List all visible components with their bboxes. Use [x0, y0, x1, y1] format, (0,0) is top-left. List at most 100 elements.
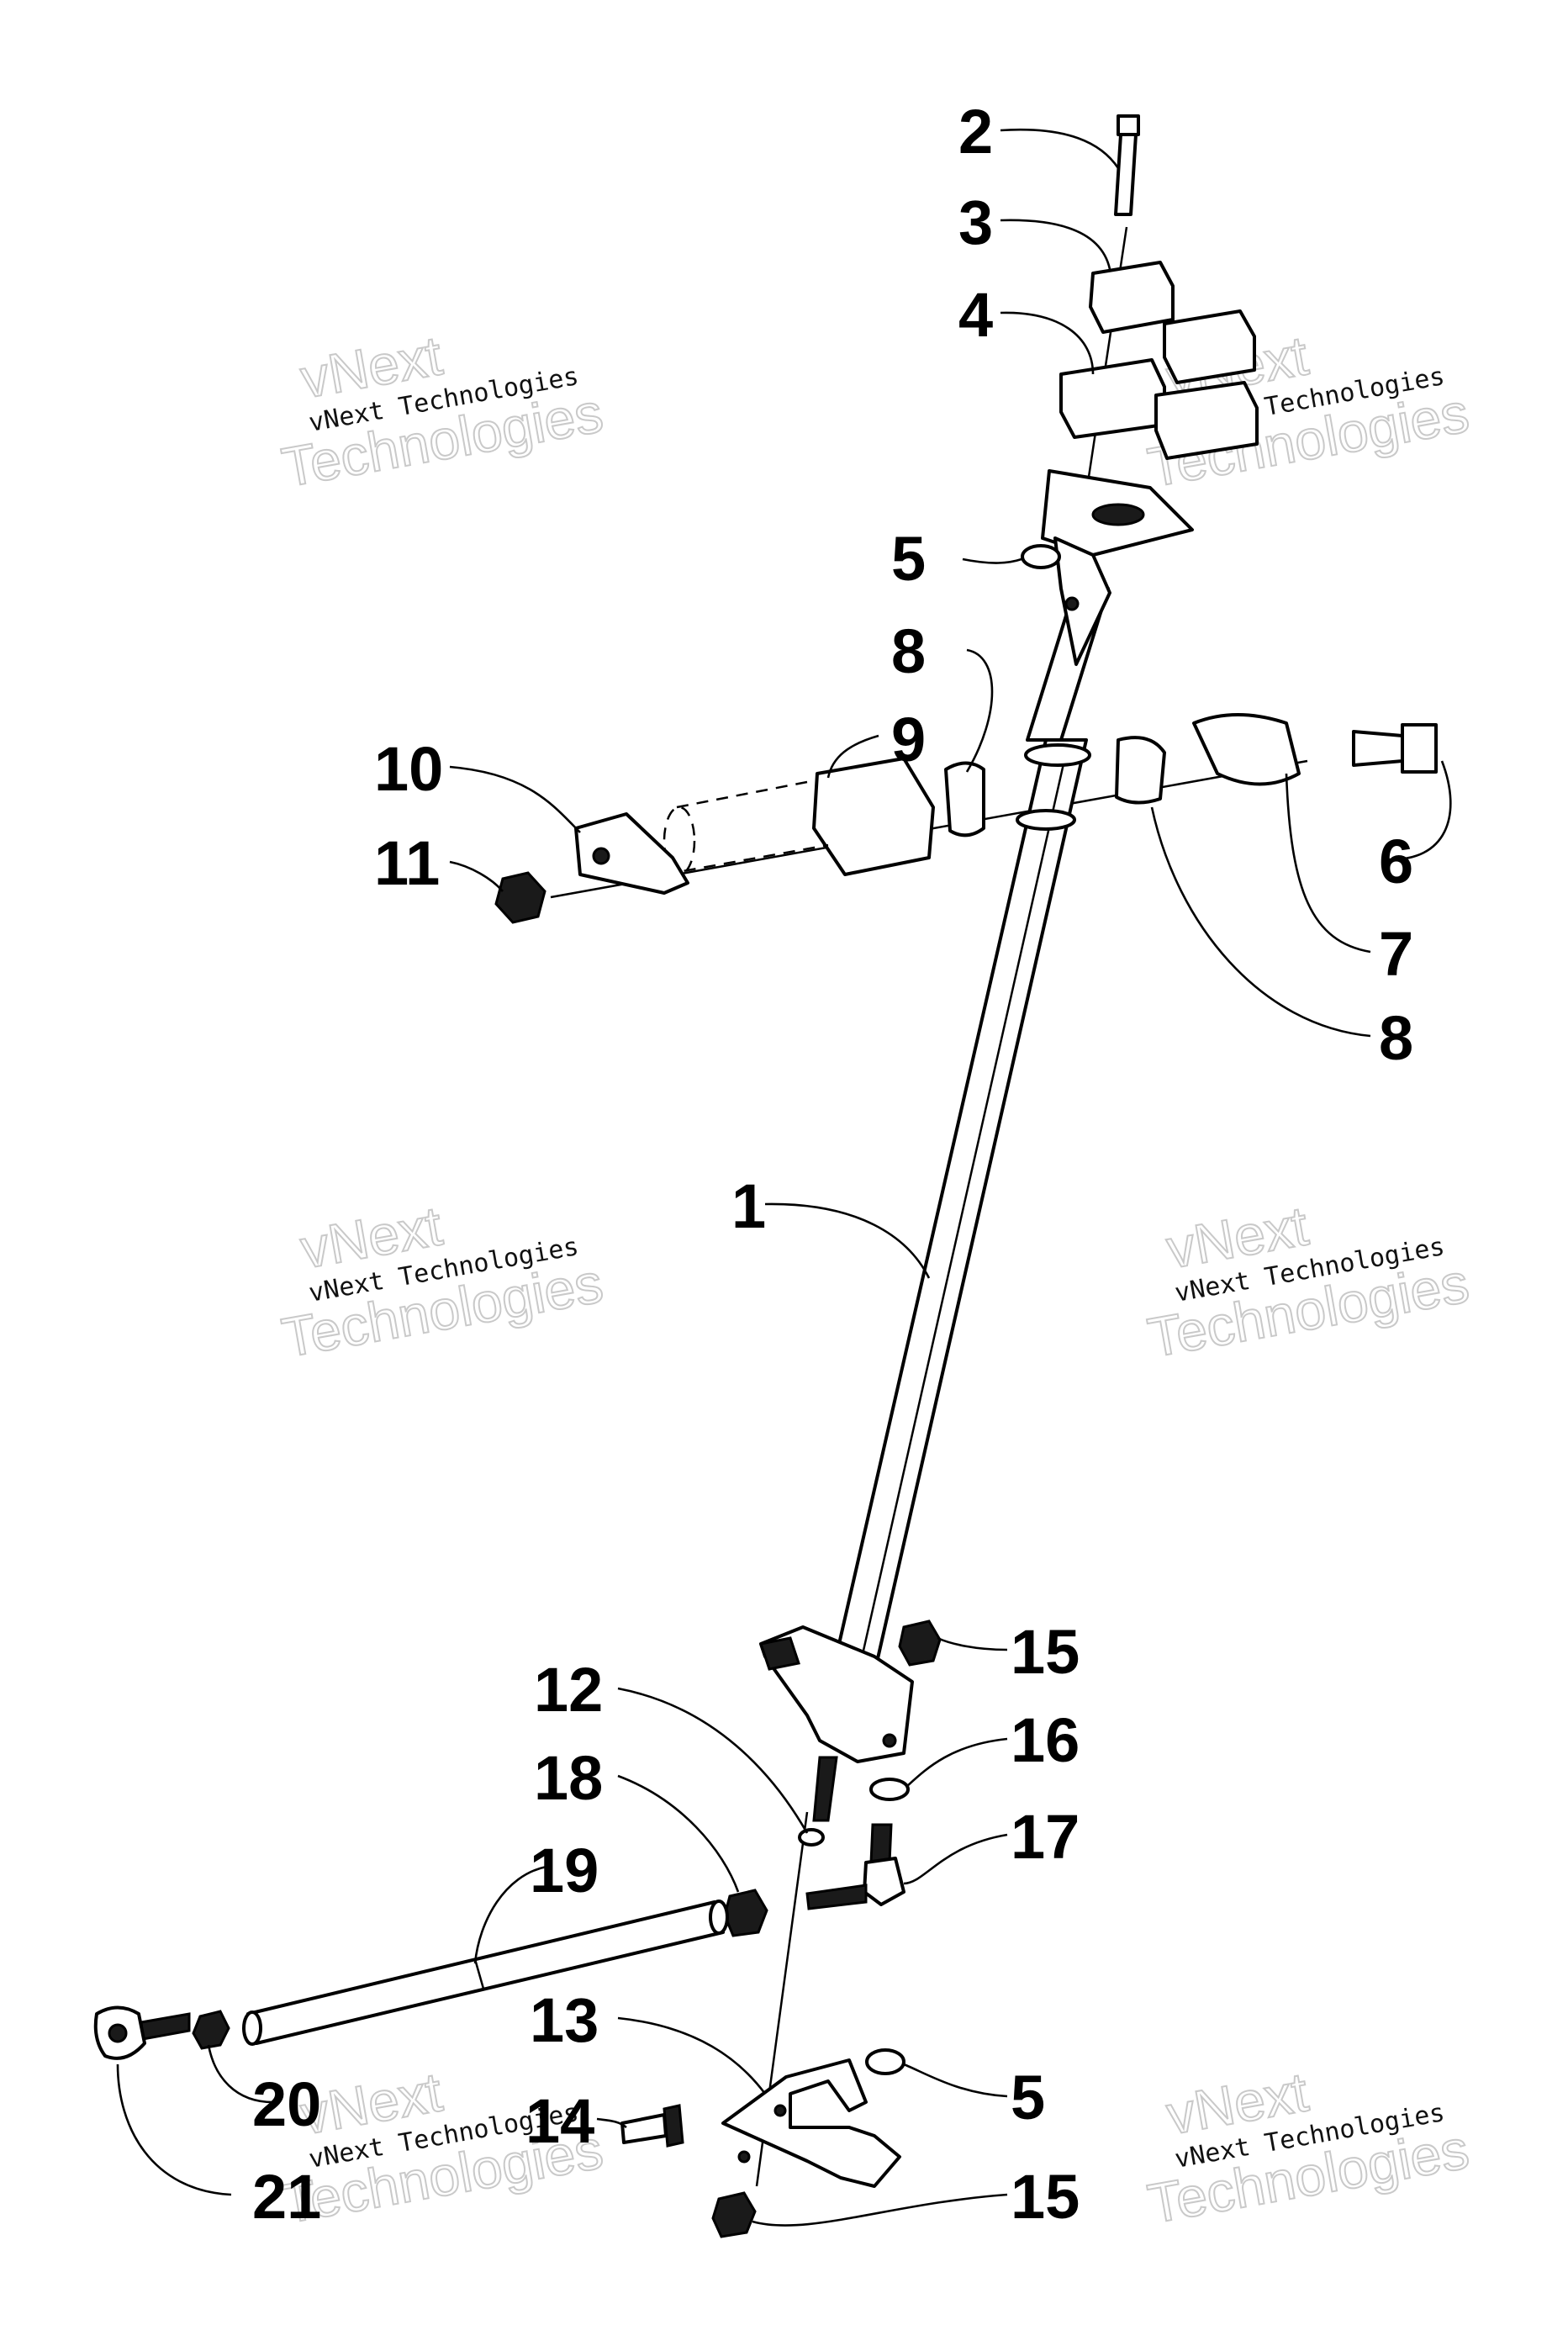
leader-5-lower	[903, 2063, 1008, 2098]
handlebar-outline	[663, 780, 829, 876]
clamp-block	[812, 757, 935, 876]
callout-6: 6	[1379, 827, 1413, 896]
bottom-bracket	[620, 2048, 905, 2238]
washer-5-lower	[865, 2048, 905, 2075]
tie-rod	[242, 1900, 729, 2046]
leader-5-top	[962, 557, 1022, 564]
jam-nut-18	[723, 1889, 768, 1937]
leader-15-lower	[752, 2193, 1008, 2227]
callout-21: 21	[252, 2162, 321, 2232]
watermarks: vNext vNext Technologies Technologies vN…	[277, 323, 1474, 2236]
left-bracket	[494, 812, 689, 924]
post-collar	[1016, 809, 1076, 831]
callout-14: 14	[525, 2086, 594, 2156]
post-collar	[1024, 743, 1091, 767]
washer-top	[1021, 544, 1061, 569]
bracket-hole	[773, 2104, 787, 2117]
callout-12: 12	[534, 1655, 603, 1725]
bolt-14-head	[663, 2104, 684, 2148]
leader-7	[1285, 773, 1371, 954]
callout-5-lower: 5	[1011, 2063, 1045, 2132]
clamp-bolt-shank	[1352, 730, 1404, 767]
callout-3: 3	[958, 188, 993, 257]
upper-clamp-block	[1163, 309, 1256, 384]
bracket-hole	[592, 847, 610, 865]
leader-1	[764, 1202, 931, 1279]
leader-15-upper	[937, 1636, 1008, 1651]
mount-bracket	[574, 812, 689, 895]
leader-10	[449, 765, 581, 833]
callout-17: 17	[1011, 1802, 1080, 1872]
callout-4: 4	[958, 280, 993, 350]
handlebar-clamp	[812, 713, 1438, 876]
callout-2: 2	[958, 97, 993, 166]
bracket-tab	[759, 1636, 800, 1671]
lower-bracket	[759, 1625, 914, 1763]
callout-5-top: 5	[891, 524, 926, 594]
lock-nut-lower	[711, 2191, 757, 2238]
bolt-14-shank	[620, 2113, 668, 2144]
clamp-half-right	[1115, 736, 1166, 805]
flange-hole	[1064, 596, 1080, 611]
lower-clamp-block	[1154, 381, 1259, 460]
leader-6	[1386, 760, 1452, 861]
clamp-half-left	[944, 761, 985, 837]
callout-16: 16	[1011, 1705, 1080, 1775]
callout-1: 1	[731, 1171, 766, 1241]
bracket-stud	[812, 1756, 838, 1822]
callout-18: 18	[534, 1743, 603, 1813]
leader-20	[207, 2044, 274, 2104]
leader-19	[473, 1865, 547, 1964]
post-main-tube	[831, 738, 1088, 1675]
callout-15-lower: 15	[1011, 2162, 1080, 2232]
callout-8-lower: 8	[1379, 1003, 1413, 1073]
rod-end-thread	[140, 2012, 191, 2041]
leader-2	[1000, 128, 1120, 169]
tie-rod-groove	[473, 1958, 485, 1989]
post-highlight	[858, 752, 1068, 1670]
bracket-hole	[882, 1733, 897, 1748]
assembly-axis-lines	[550, 226, 1308, 2187]
callout-9: 9	[891, 705, 926, 774]
callout-19: 19	[530, 1836, 599, 1905]
leader-17	[903, 1833, 1008, 1885]
leader-3	[1000, 219, 1111, 270]
watermark-top-left: vNext vNext Technologies Technologies	[277, 323, 608, 499]
ball-joint-stud	[869, 1823, 893, 1864]
leader-14	[596, 2117, 627, 2129]
leader-13	[617, 2016, 767, 2095]
top-bolt	[1114, 114, 1140, 216]
top-flange	[1041, 469, 1194, 666]
handlebar-phantom	[663, 780, 829, 876]
tie-rod-end	[242, 2010, 262, 2046]
watermark-mid-right: vNext vNext Technologies Technologies	[1143, 1193, 1474, 1370]
leader-21	[116, 2063, 232, 2196]
leader-8-upper	[965, 648, 994, 773]
leader-8-lower	[1150, 806, 1371, 1038]
leader-lines	[116, 128, 1452, 2227]
clamp-bolt-head	[1401, 723, 1438, 774]
clamp-blocks	[1059, 261, 1259, 460]
flange-web	[1053, 536, 1111, 666]
callout-20: 20	[252, 2069, 321, 2139]
lock-washer-12	[798, 1828, 825, 1847]
washer-16	[869, 1778, 910, 1801]
leader-12	[617, 1687, 809, 1834]
leader-16	[905, 1737, 1008, 1788]
bolt-shank	[1114, 133, 1138, 216]
leader-18	[617, 1774, 740, 1893]
lower-hardware	[723, 1619, 942, 1937]
ball-joint-17	[863, 1857, 905, 1906]
lock-nut-upper	[898, 1619, 942, 1667]
callout-10: 10	[374, 734, 443, 804]
callout-8-upper: 8	[891, 616, 926, 686]
leader-4	[1000, 311, 1095, 375]
clamp-cap	[1192, 713, 1301, 786]
bracket-hole	[737, 2150, 751, 2164]
upper-clamp-block	[1089, 261, 1175, 334]
bolt-head	[1117, 114, 1140, 136]
steering-post	[831, 587, 1110, 1675]
flange-bore	[1091, 503, 1145, 526]
leader-11	[449, 860, 504, 892]
